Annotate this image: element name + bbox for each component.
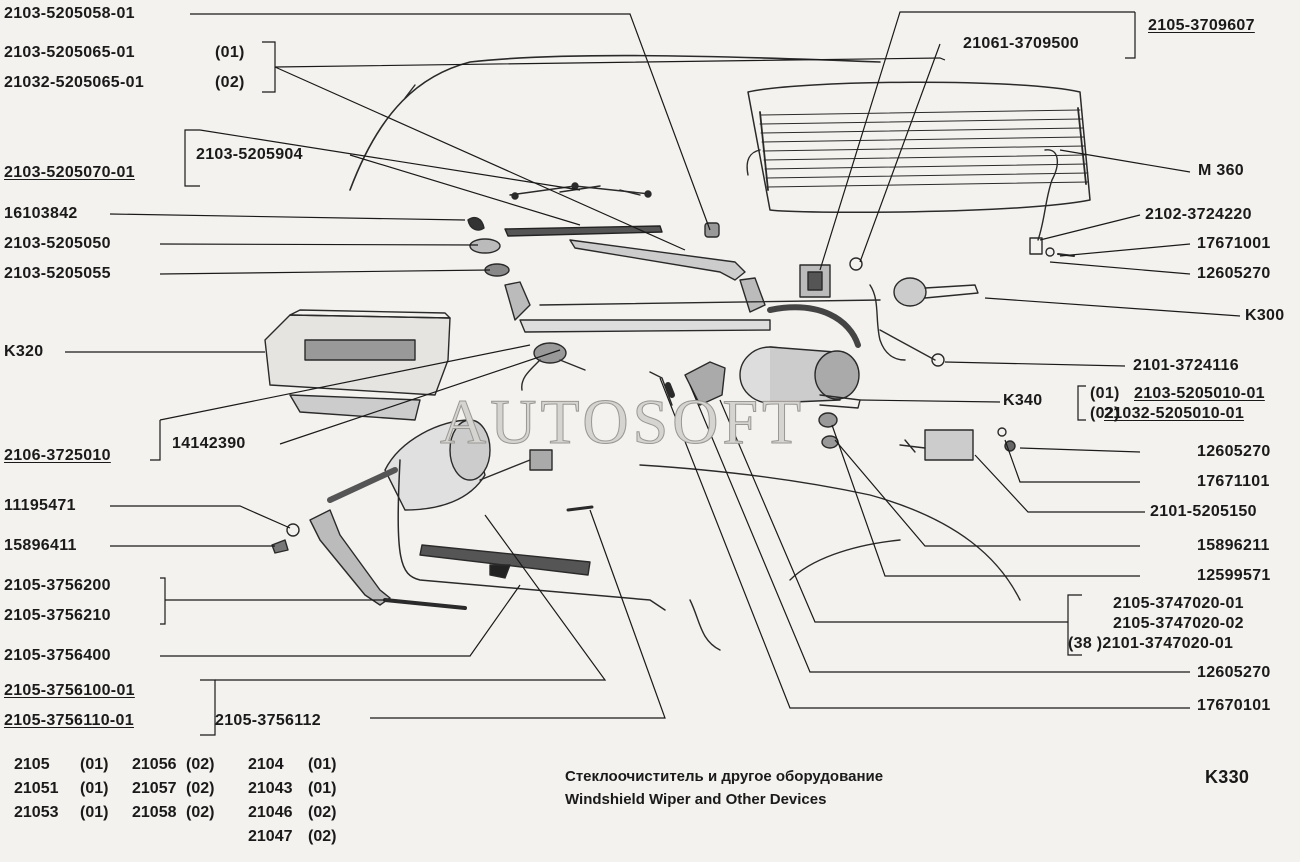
part-label: 2103-5205070-01 (4, 164, 135, 181)
part-label: 2105-3756210 (4, 607, 111, 624)
wiper-switch (799, 257, 863, 298)
model-row: 21056(02) (132, 756, 215, 773)
part-variant: (01) (1090, 385, 1120, 402)
model-row: 21053(01) (14, 804, 109, 821)
model-row: 21051(01) (14, 780, 109, 797)
model-row: 21043(01) (248, 780, 337, 797)
part-label: 2105-3747020-01 (1113, 595, 1244, 612)
caption-english: Windshield Wiper and Other Devices (565, 791, 827, 808)
part-label: K320 (4, 343, 44, 360)
part-label: K300 (1245, 307, 1285, 324)
k320-module (264, 309, 451, 421)
model-row: 21047(02) (248, 828, 337, 845)
model-row: 2104(01) (248, 756, 337, 773)
lower-wiper-arm (271, 509, 467, 610)
part-label: 17671101 (1197, 473, 1270, 490)
part-label: 21061-3709500 (963, 35, 1080, 52)
part-label: 2103-5205055 (4, 265, 111, 282)
windshield-outline (349, 54, 881, 191)
column-switch (869, 277, 979, 367)
part-label: M 360 (1198, 162, 1244, 179)
part-label: 15896411 (4, 537, 77, 554)
model-row: 21058(02) (132, 804, 215, 821)
part-label: 11195471 (4, 497, 76, 514)
part-label: 21032-5205065-01 (4, 74, 145, 91)
part-label: 12605270 (1197, 443, 1271, 460)
model-row: 21046(02) (248, 804, 337, 821)
part-label: 2103-5205058-01 (4, 5, 135, 22)
part-label: 12605270 (1197, 664, 1271, 681)
part-label: 2105-3756112 (215, 712, 321, 729)
washer-motor (327, 419, 553, 511)
model-row: 21057(02) (132, 780, 215, 797)
part-label: 2103-5205065-01 (4, 44, 135, 61)
part-label: 2102-3724220 (1145, 206, 1252, 223)
part-variant: (02) (1090, 405, 1120, 422)
leader-lines (65, 11, 1241, 736)
part-label: 2106-3725010 (4, 447, 111, 464)
caption-russian: Стеклоочиститель и другое оборудование (565, 768, 884, 785)
part-label: 2105-3756100-01 (4, 682, 135, 699)
part-variant: (02) (215, 74, 245, 91)
part-label: 16103842 (4, 205, 78, 222)
relay-14142390 (521, 342, 586, 391)
part-label: 2103-5205050 (4, 235, 111, 252)
part-label: 17670101 (1197, 697, 1271, 714)
part-label: 2103-5205904 (196, 146, 303, 163)
lower-wiper-blade (419, 544, 591, 579)
part-label: 12599571 (1197, 567, 1271, 584)
part-label: 2101-3724116 (1133, 357, 1239, 374)
wiper-linkage (504, 277, 881, 348)
part-label: 21032-5205010-01 (1104, 405, 1245, 422)
watermark: AUTOSOFT (439, 386, 806, 458)
part-label: (38 )2101-3747020-01 (1068, 635, 1234, 652)
part-label: 2105-3756400 (4, 647, 111, 664)
rear-window-heater (746, 81, 1091, 257)
part-label: 2105-3756200 (4, 577, 111, 594)
part-variant: (01) (215, 44, 245, 61)
part-label: 2103-5205010-01 (1134, 385, 1265, 402)
front-wiper-motor (739, 346, 861, 409)
part-label: 15896211 (1197, 537, 1270, 554)
part-label: 2105-3756110-01 (4, 712, 134, 729)
part-label: 12605270 (1197, 265, 1271, 282)
part-label: 2105-3709607 (1148, 17, 1255, 34)
part-label: 2105-3747020-02 (1113, 615, 1244, 632)
part-label: 14142390 (172, 435, 246, 452)
model-row: 2105(01) (14, 756, 109, 773)
part-label: K340 (1003, 392, 1043, 409)
diagram-code: K330 (1205, 767, 1250, 787)
part-label: 2101-5205150 (1150, 503, 1257, 520)
part-label: 17671001 (1197, 235, 1271, 252)
